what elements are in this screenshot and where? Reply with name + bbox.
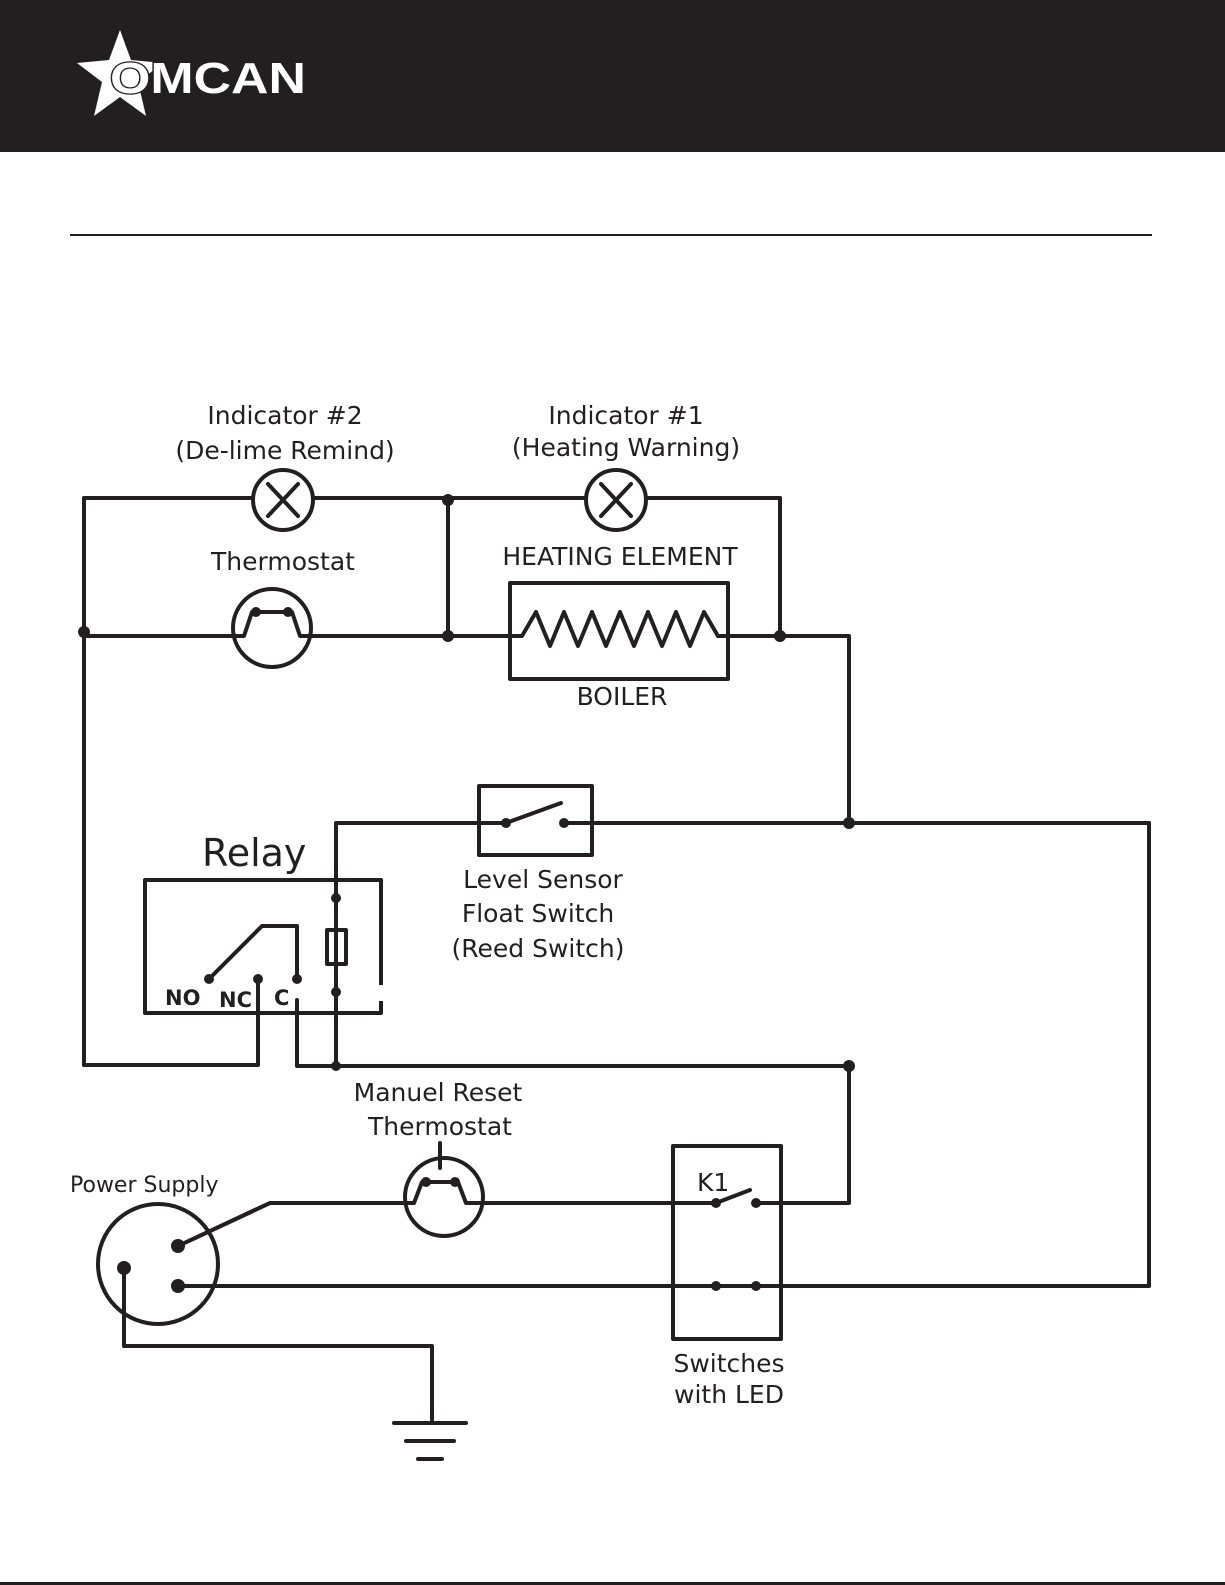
reed-switch-box (479, 786, 592, 855)
manual-reset-thermostat (405, 1143, 483, 1236)
manual-reset-line1: Manuel Reset (354, 1078, 523, 1107)
indicator-2-title: Indicator #2 (207, 401, 362, 430)
level-sensor-switch (479, 786, 592, 855)
wire-boiler-right (718, 636, 849, 823)
indicator-1-title: Indicator #1 (548, 401, 703, 430)
wire-ground (124, 1268, 432, 1423)
indicator-2-lamp (253, 470, 313, 530)
junction (442, 494, 454, 506)
junction (774, 630, 786, 642)
relay-armature (209, 926, 297, 979)
indicator-1-subtitle: (Heating Warning) (512, 433, 740, 462)
junction (843, 817, 855, 829)
power-supply-label: Power Supply (70, 1173, 218, 1198)
thermostat-symbol (232, 589, 312, 667)
indicator-1-lamp (586, 470, 646, 530)
relay-c-label: C (274, 986, 289, 1010)
plug-icon (98, 1204, 218, 1324)
relay-nc-label: NC (219, 988, 252, 1012)
switches-line1: Switches (673, 1349, 784, 1378)
thermostat-label: Thermostat (210, 547, 355, 576)
level-sensor-line2: Float Switch (462, 899, 614, 928)
indicator-2-subtitle: (De-lime Remind) (175, 436, 394, 465)
relay-no-label: NO (165, 986, 200, 1010)
relay-title: Relay (202, 831, 306, 875)
switches-line2: with LED (674, 1380, 784, 1409)
junction (843, 1060, 855, 1072)
heating-element-icon (510, 612, 728, 646)
heating-element-label: HEATING ELEMENT (502, 542, 738, 571)
ground-icon (394, 1423, 466, 1459)
junction (331, 1061, 341, 1071)
wire-right-rail (769, 823, 1149, 1286)
level-sensor-line1: Level Sensor (463, 865, 623, 894)
switch-contact-icon (506, 803, 561, 823)
wire-top-rail (84, 498, 252, 1065)
relay-contact-nc (253, 974, 263, 984)
manual-reset-line2: Thermostat (367, 1112, 512, 1141)
k1-label: K1 (697, 1168, 729, 1197)
power-supply-plug (98, 1204, 218, 1324)
junction (442, 630, 454, 642)
level-sensor-line3: (Reed Switch) (452, 934, 625, 963)
boiler-label: BOILER (577, 682, 668, 711)
junction (78, 626, 90, 638)
